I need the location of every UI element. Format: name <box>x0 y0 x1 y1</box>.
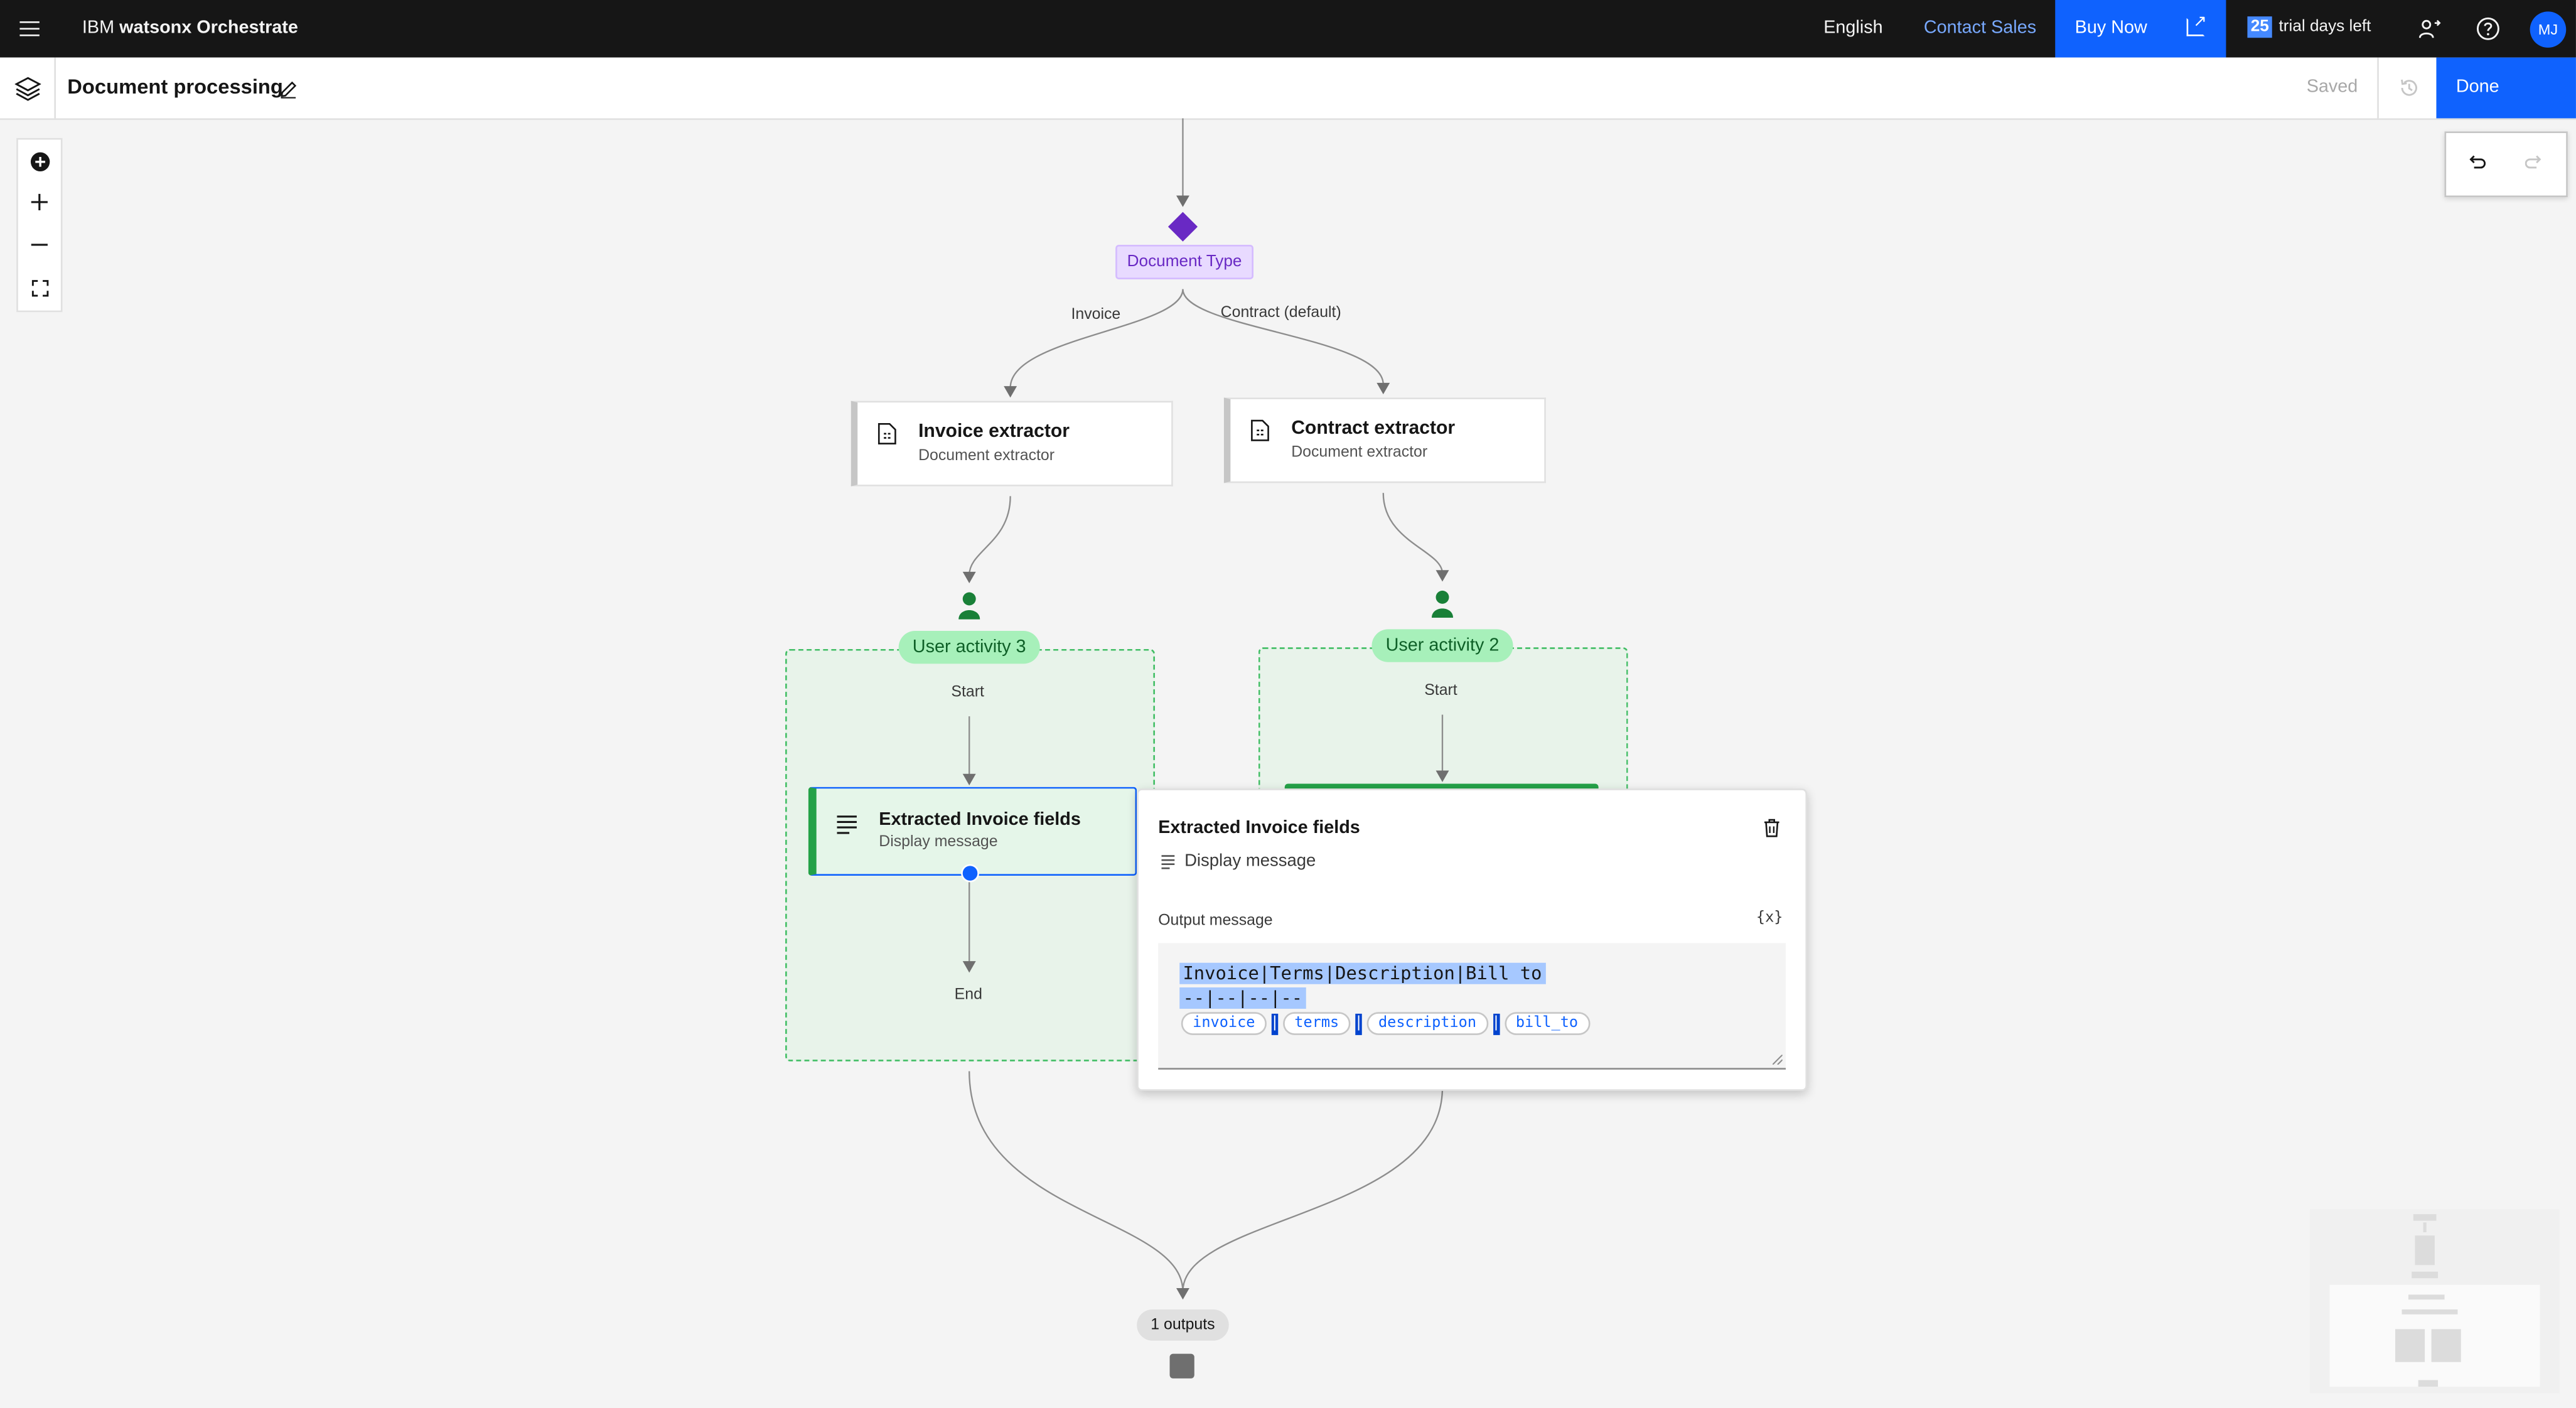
page-title: Document processing <box>67 75 283 99</box>
trial-days-count: 25 <box>2247 16 2273 38</box>
buy-now-label: Buy Now <box>2074 18 2147 38</box>
add-node-icon[interactable] <box>18 139 61 182</box>
decision-label[interactable]: Document Type <box>1115 244 1253 279</box>
resize-handle-icon[interactable] <box>1773 1055 1783 1065</box>
brand-prefix: IBM <box>82 18 115 38</box>
top-navigation-bar: IBM watsonx Orchestrate English Contact … <box>0 0 2576 58</box>
end-label: End <box>954 986 982 1004</box>
user-activity-icon <box>1431 590 1454 618</box>
branch-label-invoice: Invoice <box>1071 305 1121 324</box>
node-title: Contract extractor <box>1291 419 1456 439</box>
help-icon[interactable] <box>2474 15 2502 43</box>
contact-sales-link[interactable]: Contact Sales <box>1923 18 2037 38</box>
done-button[interactable]: Done <box>2436 57 2576 119</box>
zoom-out-icon[interactable] <box>18 223 61 266</box>
product-name[interactable]: IBM watsonx Orchestrate <box>82 18 298 38</box>
decision-diamond[interactable] <box>1167 212 1198 242</box>
canvas-zoom-toolbar <box>16 137 63 313</box>
message-line-2: --|--|--|-- <box>1179 987 1306 1009</box>
message-line-1: Invoice|Terms|Description|Bill to <box>1179 962 1545 984</box>
user-activity-icon <box>958 592 980 620</box>
done-label: Done <box>2455 77 2499 97</box>
buy-now-button[interactable]: Buy Now ↗ <box>2055 0 2226 58</box>
document-extractor-icon <box>877 422 897 454</box>
start-label: Start <box>1424 682 1457 700</box>
display-message-icon <box>836 814 857 843</box>
document-extractor-icon <box>1250 419 1270 450</box>
trash-icon[interactable] <box>1763 817 1781 846</box>
hamburger-menu-icon[interactable] <box>13 13 45 45</box>
brand-product: watsonx Orchestrate <box>119 18 298 38</box>
external-arrow: ↗ <box>2193 13 2208 31</box>
node-subtitle: Document extractor <box>918 446 1055 465</box>
invoice-extractor-node[interactable]: Invoice extractor Document extractor <box>851 400 1173 486</box>
trial-indicator[interactable]: 25 trial days left <box>2247 16 2371 38</box>
variable-chip[interactable]: invoice <box>1181 1012 1267 1035</box>
user-avatar[interactable]: MJ <box>2530 11 2567 48</box>
undo-icon[interactable] <box>2459 146 2492 179</box>
variable-chip[interactable]: description <box>1366 1012 1488 1035</box>
node-title: Extracted Invoice fields <box>879 810 1081 830</box>
node-title: Invoice extractor <box>918 422 1070 443</box>
output-message-editor[interactable]: Invoice|Terms|Description|Bill to --|--|… <box>1158 943 1786 1070</box>
fit-to-screen-icon[interactable] <box>18 266 61 309</box>
display-message-icon <box>1161 854 1175 869</box>
variable-chip-row: invoice | terms | description | bill_to <box>1181 1012 1590 1035</box>
chip-separator: | <box>1270 1013 1279 1035</box>
hidden-node-edge <box>1284 783 1599 789</box>
user-activity-2-label[interactable]: User activity 2 <box>1371 629 1513 662</box>
flow-toolbar: Document processing Saved Done <box>0 57 2576 121</box>
layers-icon[interactable] <box>0 57 56 119</box>
chip-separator: | <box>1355 1013 1363 1035</box>
popover-node-type: Display message <box>1161 851 1316 871</box>
trial-days-text: trial days left <box>2278 18 2371 36</box>
user-switch-icon[interactable] <box>2415 15 2442 43</box>
redo-icon[interactable] <box>2518 146 2551 179</box>
zoom-in-icon[interactable] <box>18 181 61 223</box>
edit-title-icon[interactable] <box>279 77 298 107</box>
end-node[interactable] <box>1169 1353 1194 1378</box>
contract-extractor-node[interactable]: Contract extractor Document extractor <box>1223 397 1546 483</box>
node-details-popover: Extracted Invoice fields Display message… <box>1137 788 1808 1091</box>
popover-type-label: Display message <box>1184 851 1316 871</box>
outputs-badge[interactable]: 1 outputs <box>1137 1309 1229 1341</box>
save-status: Saved <box>2306 77 2358 97</box>
user-activity-2-group <box>1258 647 1628 799</box>
external-link-icon <box>2186 18 2205 36</box>
minimap[interactable] <box>2309 1209 2560 1394</box>
output-message-label: Output message <box>1158 911 1273 930</box>
variable-chip[interactable]: terms <box>1282 1012 1351 1035</box>
language-selector[interactable]: English <box>1823 18 1883 38</box>
node-subtitle: Document extractor <box>1291 443 1428 462</box>
undo-redo-panel <box>2444 131 2568 198</box>
branch-label-contract: Contract (default) <box>1220 304 1341 322</box>
chip-separator: | <box>1491 1013 1501 1035</box>
version-history-icon[interactable] <box>2377 57 2438 119</box>
variable-chip[interactable]: bill_to <box>1504 1012 1590 1035</box>
connection-handle[interactable] <box>961 864 979 883</box>
insert-variable-button[interactable]: {x} <box>1756 910 1783 927</box>
node-subtitle: Display message <box>879 832 998 851</box>
popover-title: Extracted Invoice fields <box>1158 818 1360 838</box>
extracted-invoice-fields-node[interactable]: Extracted Invoice fields Display message <box>808 787 1137 876</box>
user-activity-3-label[interactable]: User activity 3 <box>898 631 1040 664</box>
start-label: Start <box>951 683 984 702</box>
